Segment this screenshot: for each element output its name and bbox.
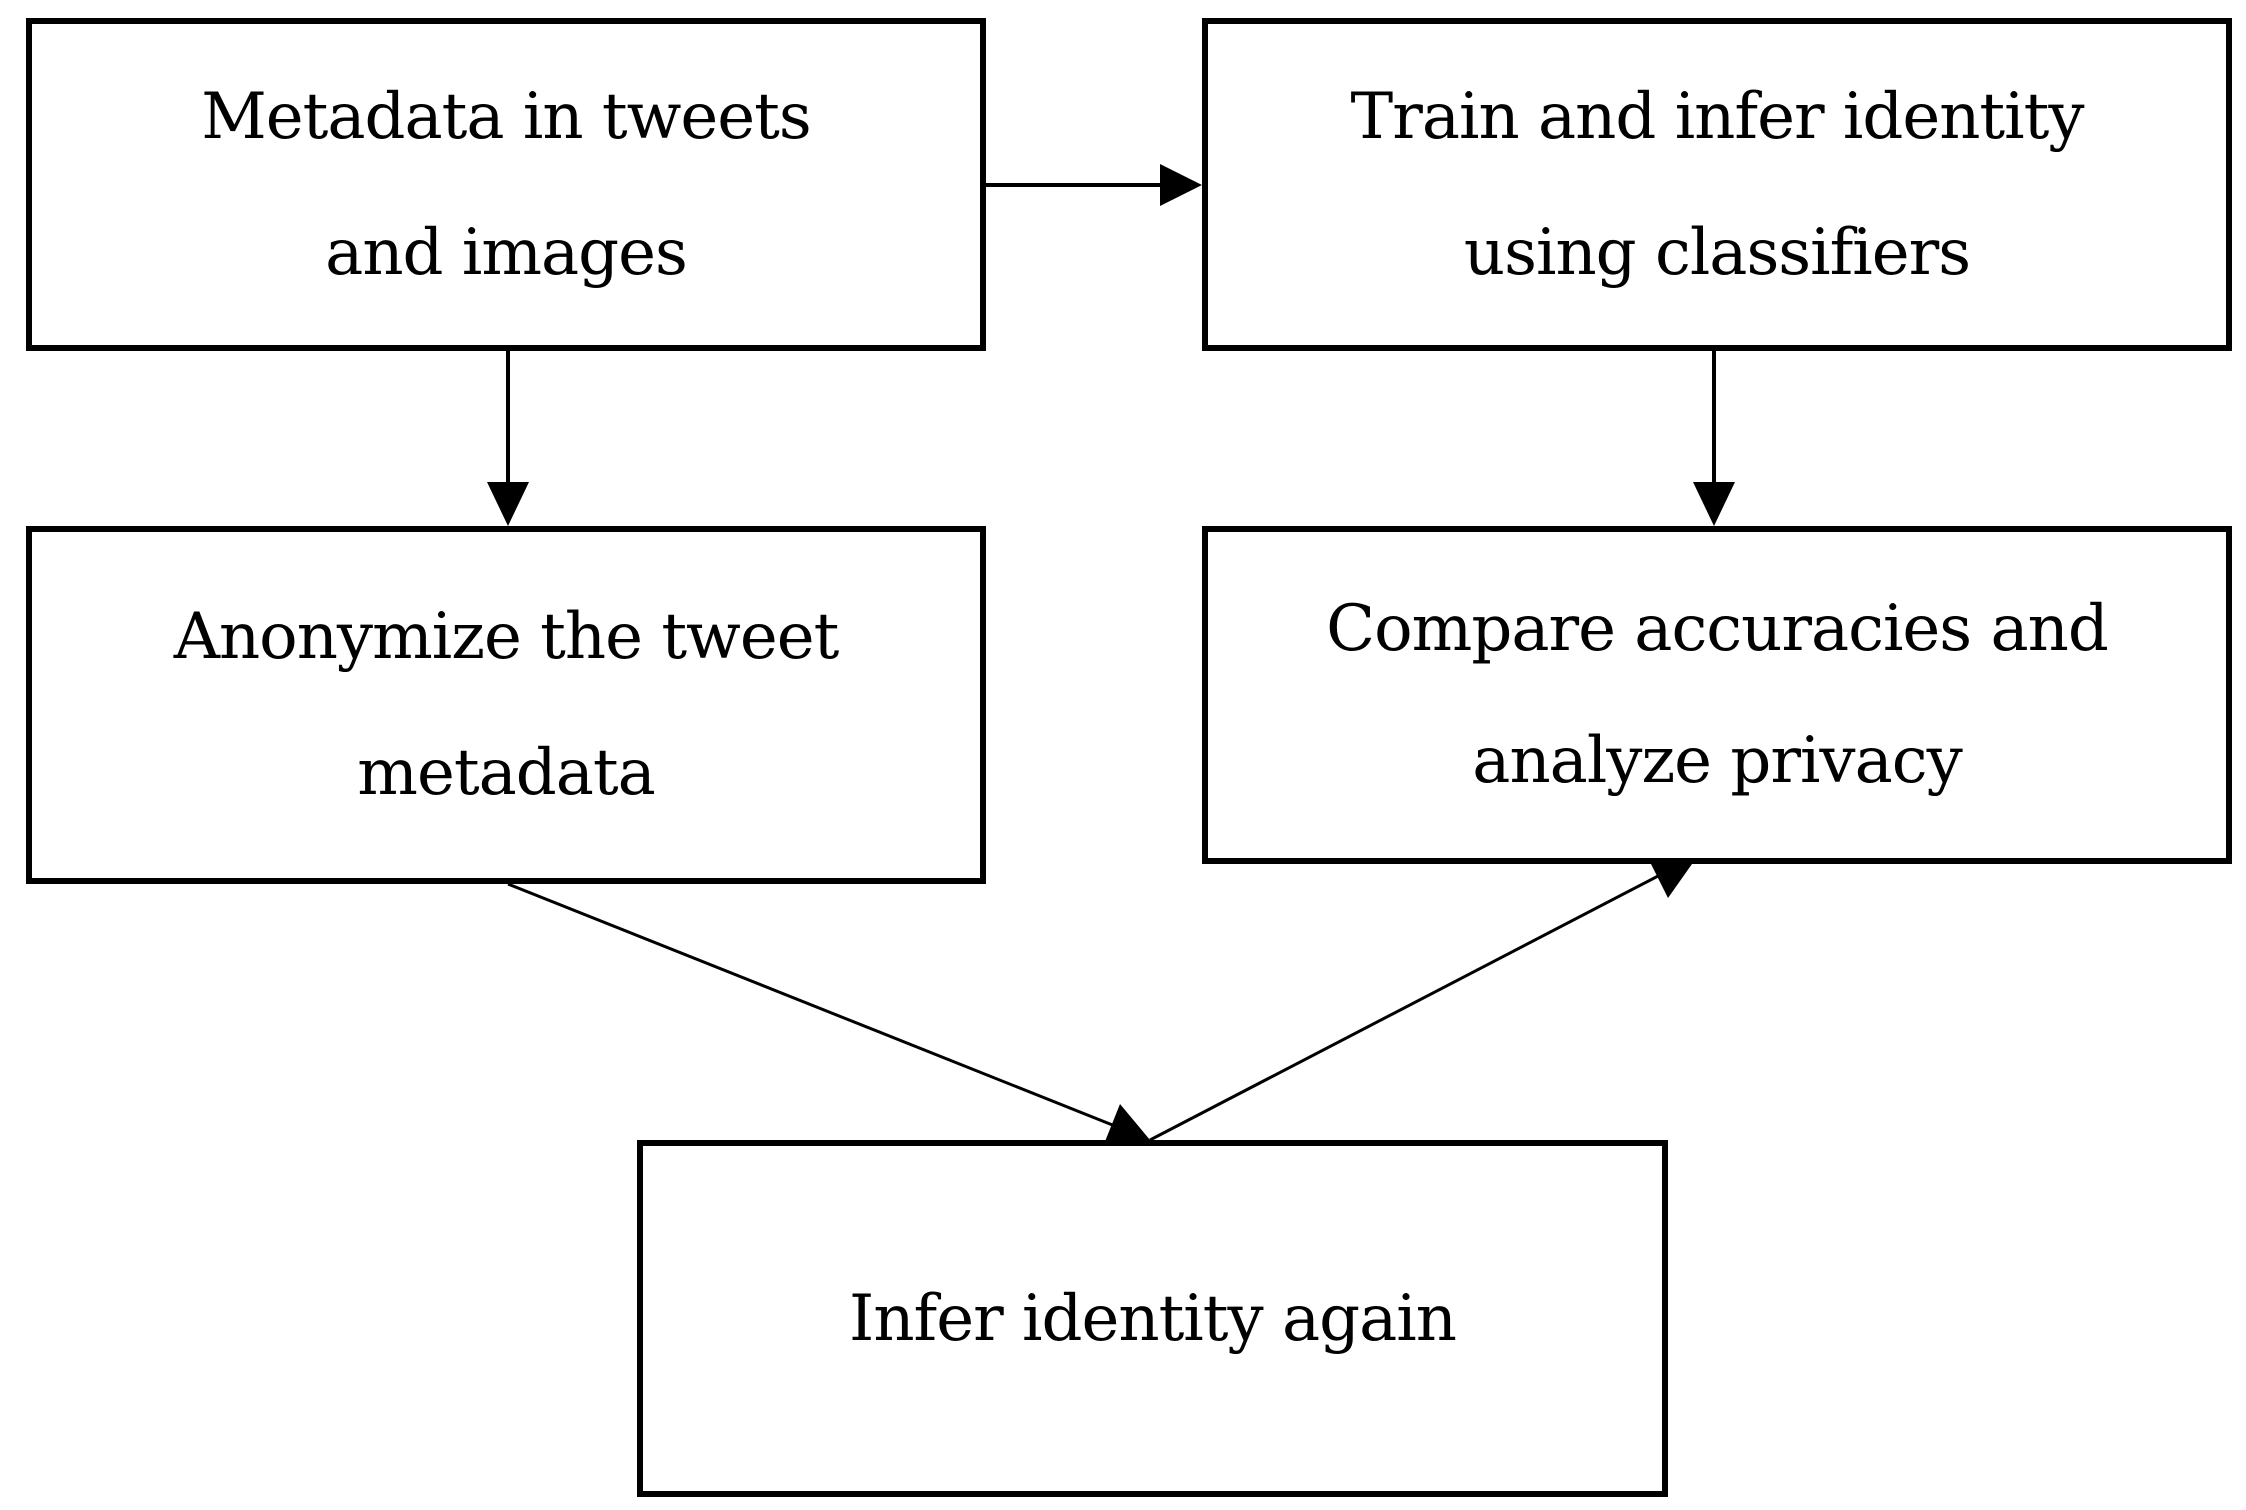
node-anonymize-tweet-metadata: Anonymize the tweet metadata — [26, 526, 986, 884]
node-metadata-in-tweets: Metadata in tweets and images — [26, 18, 986, 351]
node-train-and-infer-identity: Train and infer identity using classifie… — [1202, 18, 2232, 351]
arrow-infer-again-to-compare — [1149, 873, 1661, 1142]
arrow-anonymize-to-infer-again — [507, 882, 1121, 1130]
arrowhead-metadata-to-anonymize — [487, 482, 529, 526]
arrowhead-anonymize-to-infer-again — [1104, 1104, 1150, 1144]
arrowhead-metadata-to-train — [1160, 164, 1202, 206]
node-infer-identity-again: Infer identity again — [637, 1140, 1668, 1497]
node-label: Metadata in tweets and images — [201, 79, 811, 290]
node-label: Anonymize the tweet metadata — [173, 600, 840, 810]
node-label: Infer identity again — [849, 1281, 1457, 1356]
node-label: Train and infer identity using classifie… — [1350, 79, 2085, 290]
arrowhead-infer-again-to-compare — [1650, 862, 1692, 898]
arrowhead-train-to-compare — [1693, 482, 1735, 526]
node-compare-accuracies: Compare accuracies and analyze privacy — [1202, 526, 2232, 864]
node-label: Compare accuracies and analyze privacy — [1326, 592, 2109, 798]
